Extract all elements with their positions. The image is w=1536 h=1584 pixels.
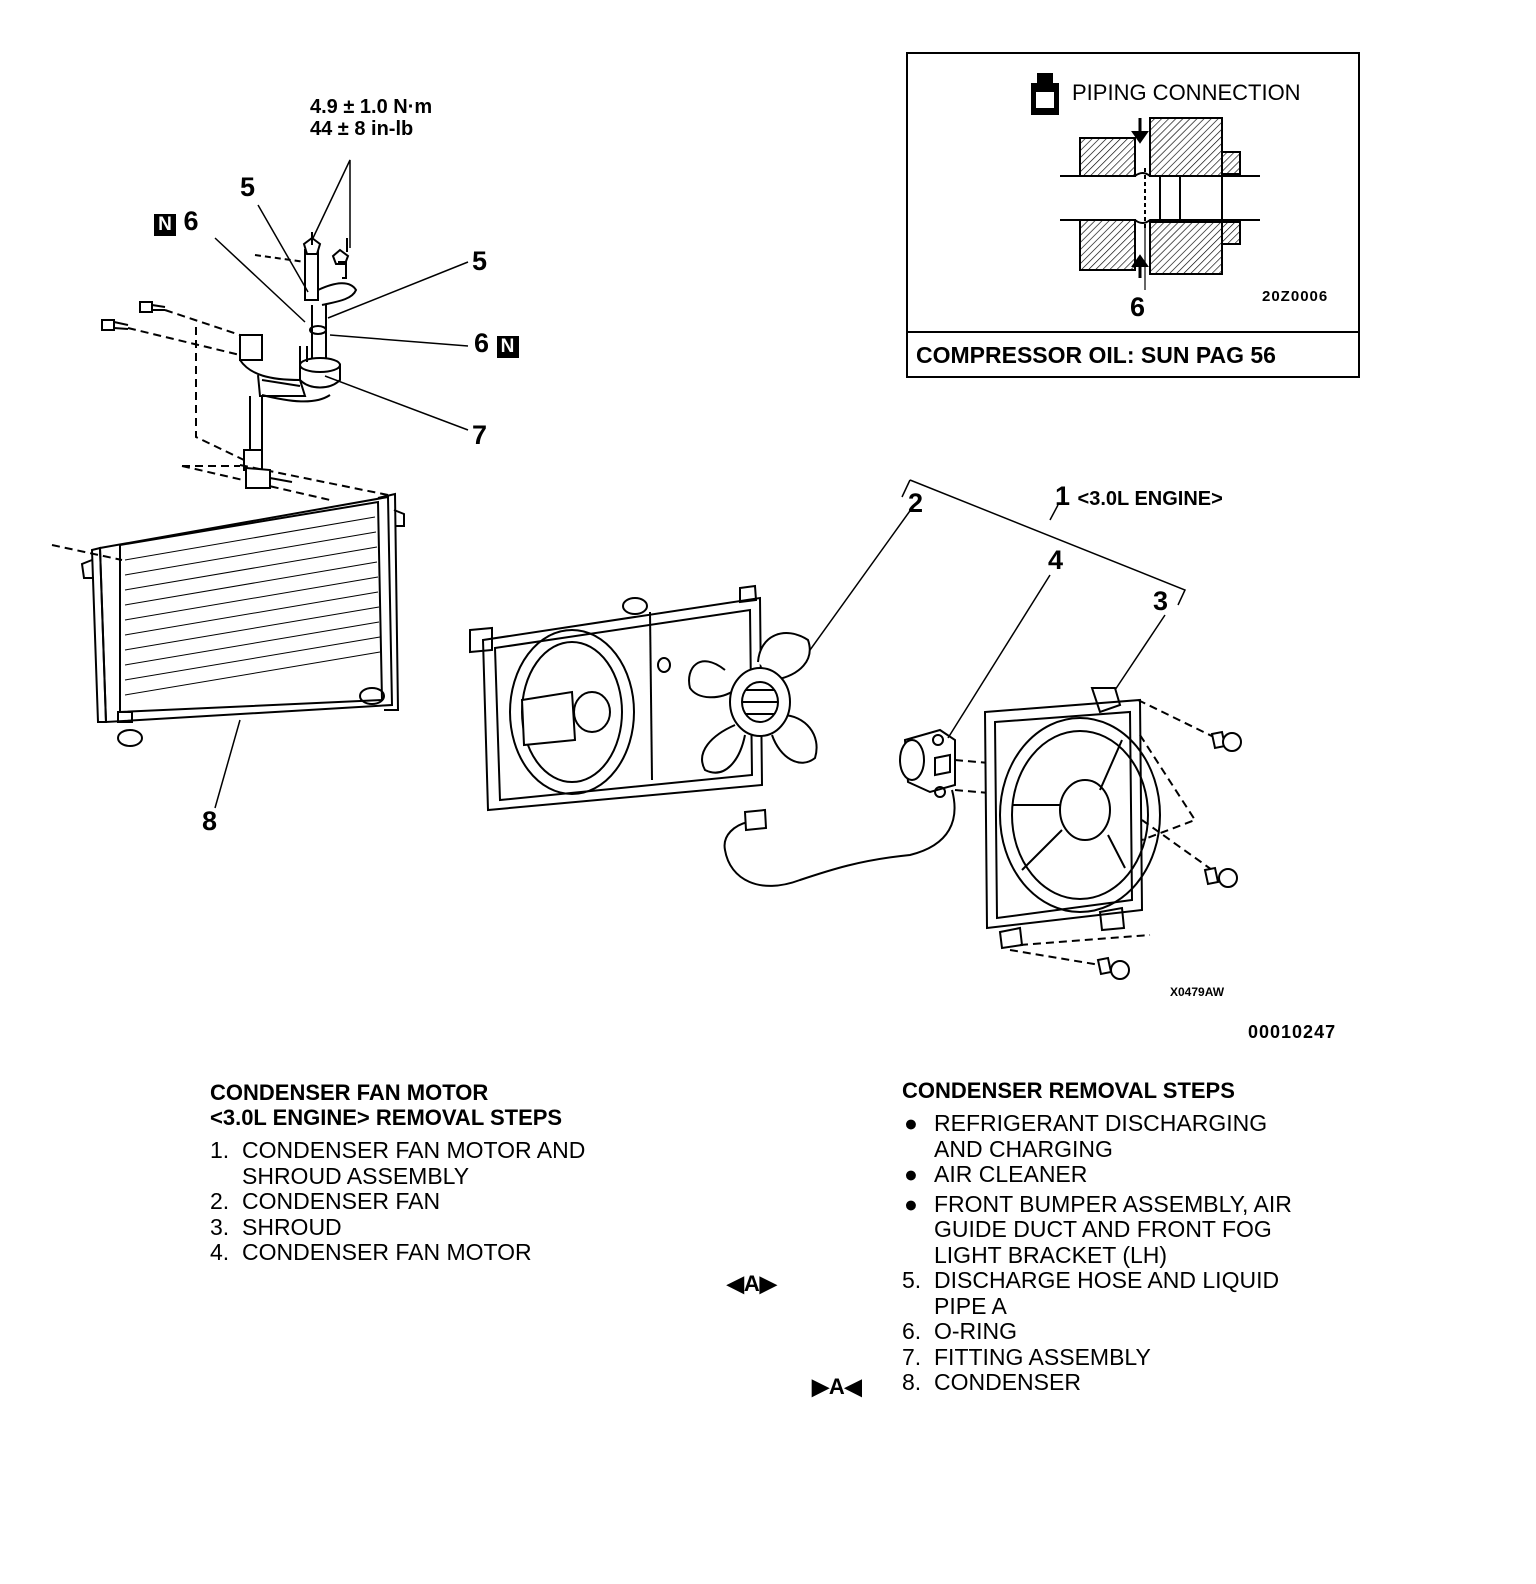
callout-1: 1 <3.0L ENGINE>	[1055, 481, 1223, 511]
discharge-hose-and-pipe	[101, 232, 358, 471]
callout-8: 8	[202, 806, 218, 836]
condenser-steps-heading: CONDENSER REMOVAL STEPS	[902, 1078, 1235, 1103]
inset-code: 20Z0006	[1262, 288, 1329, 305]
shroud	[983, 687, 1221, 966]
removal-service-marker: ◀A▶	[727, 1271, 777, 1296]
new-part-marker: N	[154, 214, 176, 236]
list-item: 7.FITTING ASSEMBLY	[902, 1343, 1151, 1370]
condenser-removal-steps: CONDENSER REMOVAL STEPS ●REFRIGERANT DIS…	[902, 1078, 1402, 1396]
inset-footer	[906, 331, 1360, 378]
callout-6-right: 6 N	[474, 328, 519, 359]
list-item: 4.CONDENSER FAN MOTOR	[210, 1239, 532, 1265]
list-item: 6.O-RING	[902, 1318, 1018, 1344]
fan-motor-steps-heading: CONDENSER FAN MOTOR <3.0L ENGINE> REMOVA…	[210, 1080, 563, 1130]
callout-7: 7	[472, 420, 488, 450]
callout-4: 4	[1048, 545, 1064, 575]
figure-code: X0479AW	[1170, 985, 1225, 999]
new-part-marker: N	[496, 336, 519, 358]
figure-id: 00010247	[1248, 1022, 1337, 1042]
condenser-fins	[124, 516, 381, 696]
installation-service-marker: ▶A◀	[812, 1374, 862, 1399]
callout-3: 3	[1153, 586, 1169, 616]
condenser-core	[51, 464, 405, 747]
piping-connection-inset	[906, 52, 1360, 378]
callout-2: 2	[908, 488, 924, 518]
radiator-assembly	[469, 584, 764, 812]
condenser-fan-motor	[723, 728, 1071, 887]
list-item: 2.CONDENSER FAN	[210, 1188, 441, 1214]
list-item: 8.CONDENSER	[902, 1369, 1081, 1395]
callout-5-right: 5	[472, 246, 488, 276]
list-item: ●AIR CLEANER	[904, 1161, 1088, 1187]
engine-variant-label: <3.0L ENGINE>	[1077, 488, 1223, 510]
compressor-oil-spec: COMPRESSOR OIL: SUN PAG 56	[916, 342, 1276, 368]
list-item: 3.SHROUD	[210, 1213, 342, 1240]
callout-5-upper: 5	[240, 172, 256, 202]
condenser-fan	[688, 632, 818, 774]
fan-motor-removal-steps: CONDENSER FAN MOTOR <3.0L ENGINE> REMOVA…	[210, 1080, 680, 1266]
piping-connection-detail	[1031, 73, 1260, 290]
torque-spec-imperial: 44 ± 8 in-lb	[310, 118, 414, 140]
callout-6-upper: N 6	[154, 206, 199, 237]
torque-spec-metric: 4.9 ± 1.0 N·m	[310, 96, 433, 118]
inset-callout-6: 6	[1130, 292, 1146, 322]
inset-title: PIPING CONNECTION	[1072, 80, 1301, 105]
